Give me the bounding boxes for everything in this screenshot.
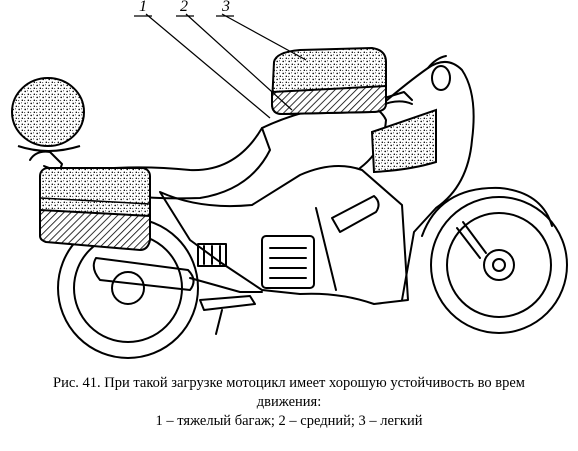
footpeg	[199, 295, 256, 311]
caption-line-2: движения:	[256, 394, 322, 410]
caption-line-3: 1 – тяжелый багаж; 2 – средний; 3 – легк…	[155, 413, 423, 429]
tank-bag	[270, 46, 387, 116]
motorcycle-luggage-diagram: 1 2 3	[11, 0, 568, 359]
mirror	[431, 65, 451, 91]
motorcycle-drawing	[11, 13, 568, 359]
label-3: 3	[222, 0, 230, 15]
fairing	[379, 61, 475, 301]
front-fender	[421, 186, 553, 237]
top-box	[11, 77, 85, 147]
label-2: 2	[180, 0, 188, 15]
side-vent	[331, 195, 380, 233]
fairing-pocket	[370, 108, 437, 174]
caption-line-1: Рис. 41. При такой загрузке мотоцикл име…	[53, 375, 525, 391]
exhaust	[92, 257, 195, 291]
backrest	[29, 150, 63, 171]
leader-lines	[134, 13, 307, 119]
side-pannier	[39, 167, 151, 252]
body-panel	[159, 165, 409, 305]
engine	[197, 235, 315, 289]
front-wheel	[430, 196, 568, 334]
figure-caption: Рис. 41. При такой загрузке мотоцикл име…	[0, 374, 578, 431]
seat	[73, 127, 271, 200]
label-1: 1	[139, 0, 147, 15]
